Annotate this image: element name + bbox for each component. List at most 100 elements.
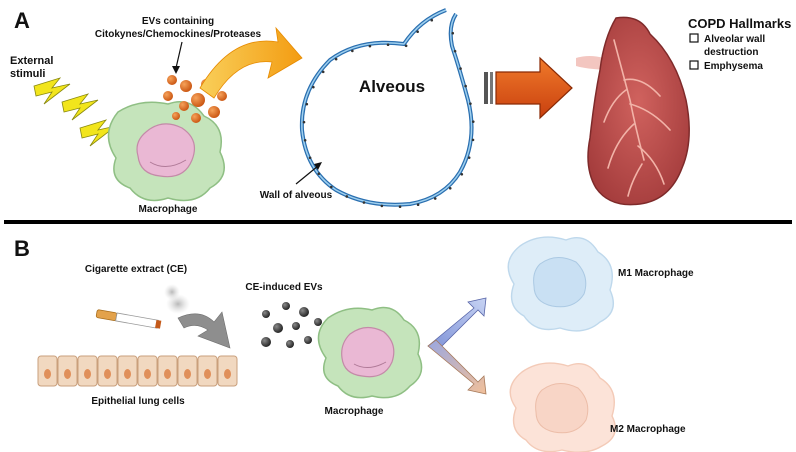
alveous-wall-dot <box>467 156 471 159</box>
evs-pointer-arrowhead <box>172 66 180 74</box>
dark-ev-particle <box>262 310 270 318</box>
lightning-bolt-icon <box>61 93 99 121</box>
epithelial-cell-nucleus <box>124 369 131 379</box>
copd-checkbox-icon-1 <box>689 33 699 43</box>
alveous-wall-dot <box>451 31 455 35</box>
arrow-to-m1 <box>427 297 487 353</box>
external-stimuli-label-line1: External <box>10 55 53 67</box>
alveous-wall-dot <box>321 70 325 74</box>
cigarette-icon <box>95 284 190 329</box>
alveous-wall-dot <box>305 102 309 106</box>
orange-ev-particle <box>191 93 205 107</box>
macrophage-cell-b <box>317 306 423 399</box>
wall-pointer-arrowhead <box>314 162 322 170</box>
epithelial-cell-nucleus <box>164 369 171 379</box>
orange-ev-particle <box>191 113 201 123</box>
panel-divider <box>4 220 792 224</box>
orange-ev-particle <box>179 101 189 111</box>
orange-ev-particle <box>163 91 173 101</box>
curved-orange-arrow <box>199 26 303 99</box>
alveous-wall-cells <box>302 18 475 208</box>
alveous-wall-dot <box>302 120 306 124</box>
alveous-wall-dot <box>404 44 408 48</box>
alveous-wall-dot <box>380 204 384 208</box>
epithelial-label: Epithelial lung cells <box>91 396 185 407</box>
alveous-wall-dot <box>386 43 390 47</box>
epithelial-cell-nucleus <box>104 369 111 379</box>
epithelial-cell-nucleus <box>44 369 51 379</box>
m1-label: M1 Macrophage <box>618 268 694 279</box>
orange-ev-particle <box>180 80 192 92</box>
alveous-wall-dot <box>448 187 452 190</box>
polarization-arrows <box>427 297 487 395</box>
epithelial-cell-nucleus <box>204 369 211 379</box>
evs-label-line2: Citokynes/Chemockines/Proteases <box>95 29 262 40</box>
copd-item-2: Emphysema <box>704 61 763 72</box>
cigarette-label: Cigarette extract (CE) <box>85 264 187 275</box>
curved-gray-arrow <box>177 311 231 349</box>
lightning-bolt-icons <box>33 77 117 147</box>
alveous-wall-dot <box>345 195 349 198</box>
panel-b-letter: B <box>14 236 30 261</box>
evs-pointer-line <box>175 41 183 69</box>
lightning-bolt-icon <box>33 77 71 105</box>
macrophage-label-b: Macrophage <box>325 406 384 417</box>
alveous-wall-dot <box>416 30 419 33</box>
epithelial-cell-nucleus <box>184 369 191 379</box>
orange-ev-particle <box>208 106 220 118</box>
alveous-wall-dot <box>469 102 472 105</box>
alveous-wall-dot <box>317 172 321 176</box>
copd-item-1-line1: Alveolar wall <box>704 34 765 45</box>
alveous-wall-dot <box>430 18 434 22</box>
alveous-wall-dot <box>433 197 437 200</box>
epithelial-cell-nucleus <box>144 369 151 379</box>
copd-item-1-line2: destruction <box>704 47 758 58</box>
alveous-shape <box>299 8 475 208</box>
alveous-wall-dot <box>453 49 457 53</box>
wall-pointer-line <box>295 165 319 185</box>
wall-of-alveous-label: Wall of alveous <box>260 190 333 201</box>
dark-ev-particle <box>299 307 309 317</box>
orange-ev-particle <box>172 112 180 120</box>
lightning-bolt-icon <box>79 119 117 147</box>
arrow-to-m2 <box>427 339 487 395</box>
dark-ev-particle <box>304 336 312 344</box>
lung-illustration <box>576 16 690 206</box>
evs-label-line1: EVs containing <box>142 16 214 27</box>
m2-macrophage-cell <box>509 362 616 452</box>
alveous-wall-dot <box>471 120 475 123</box>
dark-ev-particle <box>282 302 290 310</box>
alveous-wall-dot <box>351 49 354 53</box>
alveous-wall-dot <box>416 203 420 207</box>
dark-ev-particle <box>314 318 322 326</box>
alveous-wall-dot <box>308 156 312 160</box>
dark-ev-particle <box>261 337 271 347</box>
alveous-wall-dot <box>471 138 475 142</box>
epithelial-cell-nucleus <box>84 369 91 379</box>
alveous-wall-dot <box>459 67 462 70</box>
external-stimuli-label-line2: stimuli <box>10 68 45 80</box>
panel-a-letter: A <box>14 8 30 33</box>
macrophage-cell-a <box>107 101 225 202</box>
orange-ev-particle <box>217 91 227 101</box>
dark-ev-particle <box>286 340 294 348</box>
alveous-wall-dot <box>464 84 467 88</box>
alveous-wall-dot <box>334 57 338 61</box>
dark-ev-particle <box>273 323 283 333</box>
alveous-wall-dot <box>398 205 402 208</box>
orange-ev-particle <box>167 75 177 85</box>
alveous-label: Alveous <box>359 77 425 96</box>
alveous-wall-dot <box>460 172 464 176</box>
alveous-wall-dot <box>312 85 315 89</box>
epithelial-cell-nucleus <box>224 369 231 379</box>
epithelial-cell-nucleus <box>64 369 71 379</box>
alveous-wall-dot <box>303 138 307 142</box>
ce-evs-label: CE-induced EVs <box>245 282 323 293</box>
epithelial-cells <box>37 355 238 387</box>
copd-checkbox-icon-2 <box>689 60 699 70</box>
copd-title: COPD Hallmarks <box>688 16 791 31</box>
m1-macrophage-cell <box>507 236 614 332</box>
block-arrow-to-lung <box>484 56 573 120</box>
